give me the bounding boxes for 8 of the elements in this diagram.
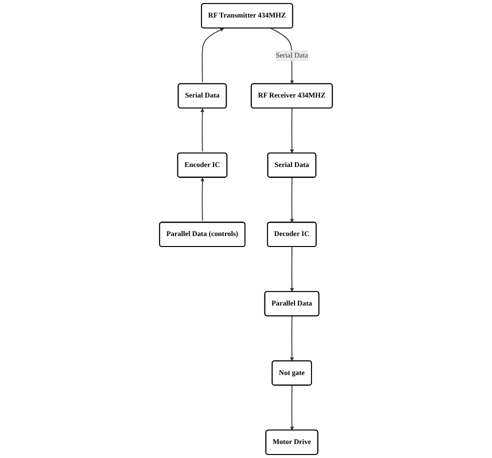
arrow	[202, 28, 224, 83]
arrow	[200, 108, 204, 152]
arrow	[290, 246, 294, 292]
arrow	[290, 108, 294, 154]
arrow	[290, 177, 294, 223]
arrow	[290, 316, 294, 362]
arrow	[290, 384, 294, 430]
arrow	[200, 177, 204, 222]
